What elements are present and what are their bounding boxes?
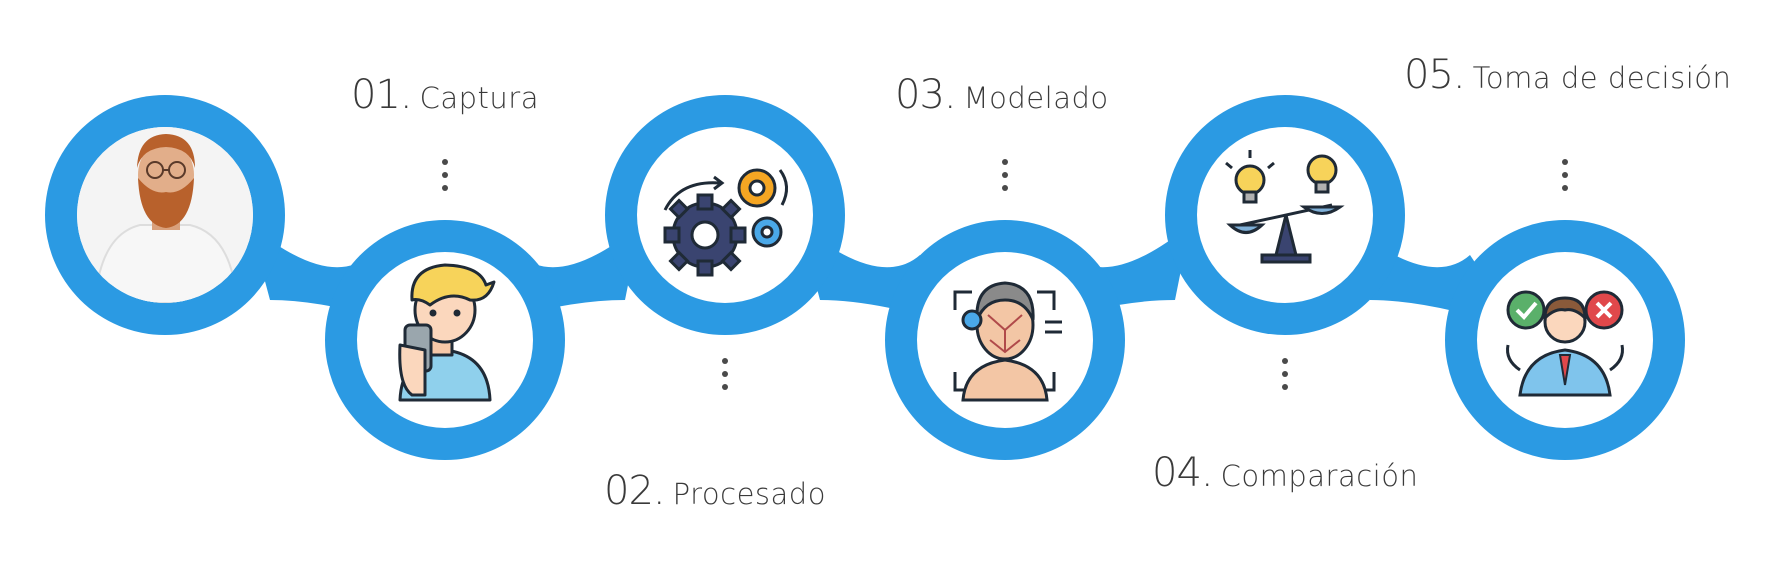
step-label-05: 05.Toma de decisión: [1404, 52, 1731, 98]
step-label-02: 02.Procesado: [604, 468, 826, 514]
step-number: 05.: [1404, 52, 1466, 98]
step-text: Captura: [419, 81, 539, 115]
step-label-01: 01.Captura: [351, 72, 539, 118]
step-text: Procesado: [672, 477, 826, 511]
step-number: 01.: [351, 72, 413, 118]
step-number: 03.: [895, 72, 957, 118]
balance-bulbs-icon: [1225, 150, 1345, 264]
dots-04: [1282, 358, 1288, 397]
step-label-04: 04.Comparación: [1152, 450, 1418, 496]
step-text: Toma de decisión: [1472, 61, 1732, 95]
dots-05: [1562, 159, 1568, 198]
decision-person-icon: [1506, 290, 1624, 397]
dots-01: [442, 159, 448, 198]
selfie-phone-icon: [398, 263, 496, 402]
person-photo-icon: [77, 127, 253, 303]
dots-02: [722, 358, 728, 397]
step-number: 02.: [604, 468, 666, 514]
gears-icon: [663, 168, 788, 277]
step-text: Comparación: [1220, 459, 1419, 493]
step-text: Modelado: [963, 81, 1109, 115]
face-scan-icon: [953, 281, 1062, 402]
step-label-03: 03.Modelado: [895, 72, 1109, 118]
step-number: 04.: [1152, 450, 1214, 496]
dots-03: [1002, 159, 1008, 198]
